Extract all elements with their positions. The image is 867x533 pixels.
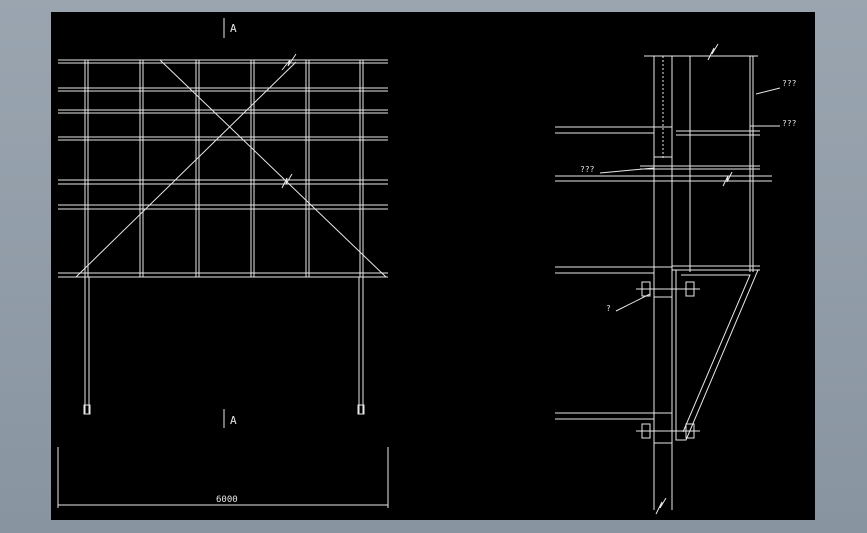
callout-3: ???: [580, 165, 595, 174]
callout-2: ???: [782, 119, 797, 128]
ledgers: [58, 59, 388, 278]
support-legs: [83, 277, 365, 415]
dimension-label: 6000: [216, 495, 238, 505]
callout-1: ???: [782, 79, 797, 88]
break-mark-mid: [281, 173, 293, 189]
dimension-line: [57, 447, 389, 508]
section-mark-bottom-label: A: [230, 414, 237, 427]
scaffold-elevation: [57, 18, 389, 508]
standards: [84, 60, 364, 277]
callout-4: ?: [606, 304, 611, 313]
break-mark-top: [281, 53, 297, 71]
section-detail: [555, 43, 781, 515]
section-mark-top-label: A: [230, 22, 237, 35]
cross-bracing: [75, 59, 387, 278]
